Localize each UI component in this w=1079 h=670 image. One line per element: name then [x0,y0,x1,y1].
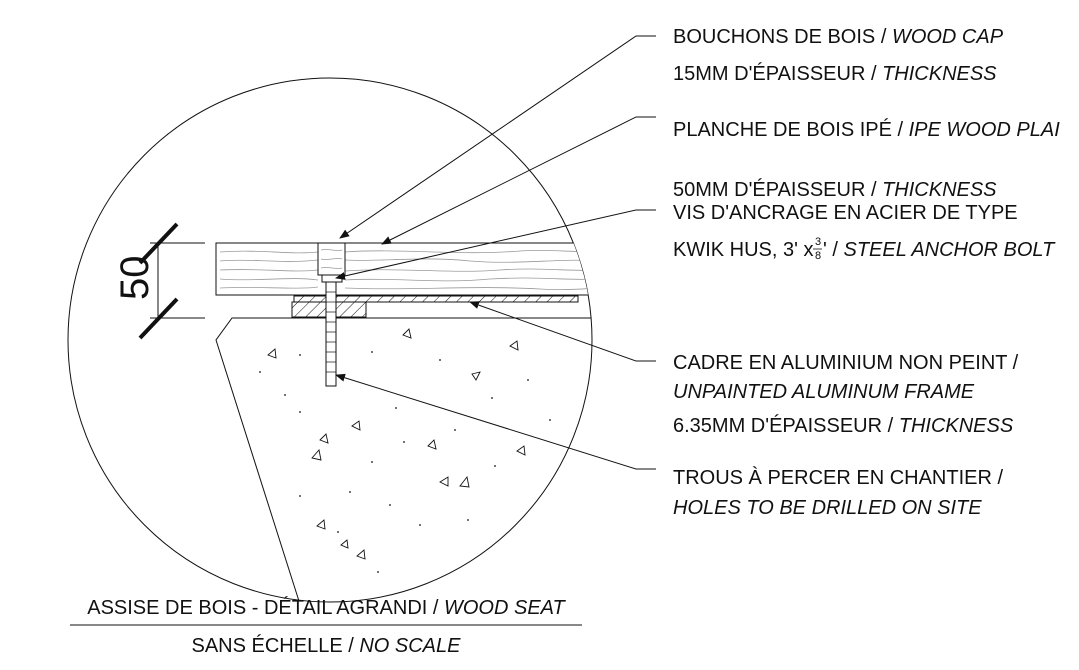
callout-wood-cap-line2: 15MM D'ÉPAISSEUR / THICKNESS [673,62,997,85]
detail-circle [67,77,593,603]
leader-lines [335,35,656,470]
fraction-denominator: 8 [815,250,821,262]
anchor-bolt-washer [321,274,343,283]
callout-anchor-bolt-line1: VIS D'ANCRAGE EN ACIER DE TYPE [673,202,1018,224]
callout-aluminum-frame-line2: UNPAINTED ALUMINUM FRAME [673,381,975,403]
wood-grain [219,250,592,291]
callout-wood-cap-line1: BOUCHONS DE BOIS / WOOD CAP [673,26,1004,48]
fraction-numerator: 3 [815,236,821,248]
callout-anchor-bolt-line2: KWIK HUS, 3' x [673,239,814,261]
callout-anchor-bolt-line2-end: ' / STEEL ANCHOR BOLT [823,239,1056,261]
concrete-aggregate [267,328,526,560]
anchor-bolt-shaft [325,281,337,387]
concrete-dots [259,351,551,573]
callout-aluminum-frame-line3: 6.35MM D'ÉPAISSEUR / THICKNESS [673,414,1014,437]
detail-title-line2: SANS ÉCHELLE / NO SCALE [192,634,462,657]
aluminum-frame [293,295,579,303]
callout-aluminum-frame-line1: CADRE EN ALUMINIUM NON PEINT / [673,352,1019,374]
dimension-value: 50 [113,256,157,301]
concrete-base [215,317,592,602]
callout-ipe-plank-line2: 50MM D'ÉPAISSEUR / THICKNESS [673,178,997,201]
detail-title-line1: ASSISE DE BOIS - DÉTAIL AGRANDI / WOOD S… [87,596,566,619]
callout-holes-line2: HOLES TO BE DRILLED ON SITE [673,497,982,519]
callout-ipe-plank-line1: PLANCHE DE BOIS IPÉ / IPE WOOD PLAI [673,118,1060,141]
callout-holes-line1: TROUS À PERCER EN CHANTIER / [673,466,1003,489]
dimension-50: 50 [113,222,205,340]
